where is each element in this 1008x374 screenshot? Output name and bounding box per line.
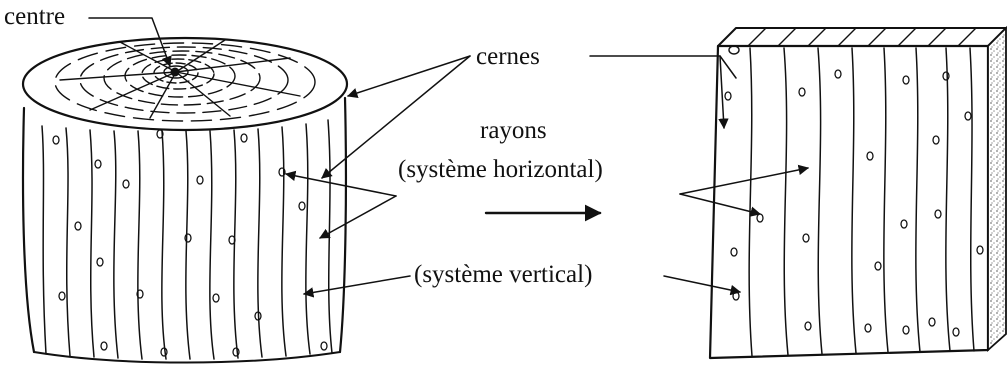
log-grain-lines	[41, 119, 333, 360]
block-grain-lines	[748, 47, 975, 357]
log-drawing	[21, 36, 349, 364]
log-top-face	[21, 36, 349, 132]
label-cernes: cernes	[476, 43, 540, 70]
wood-block-drawing	[708, 25, 1007, 360]
pith-dot	[170, 67, 180, 77]
label-systeme-horizontal: (système horizontal)	[398, 156, 603, 183]
leader-lines	[88, 17, 810, 298]
label-systeme-vertical: (système vertical)	[414, 261, 592, 288]
log-pores	[52, 129, 328, 357]
block-pores	[724, 69, 984, 337]
block-top-hatches	[747, 27, 977, 47]
label-rayons: rayons	[480, 117, 547, 144]
growth-rings	[54, 39, 316, 122]
label-centre: centre	[4, 3, 65, 30]
